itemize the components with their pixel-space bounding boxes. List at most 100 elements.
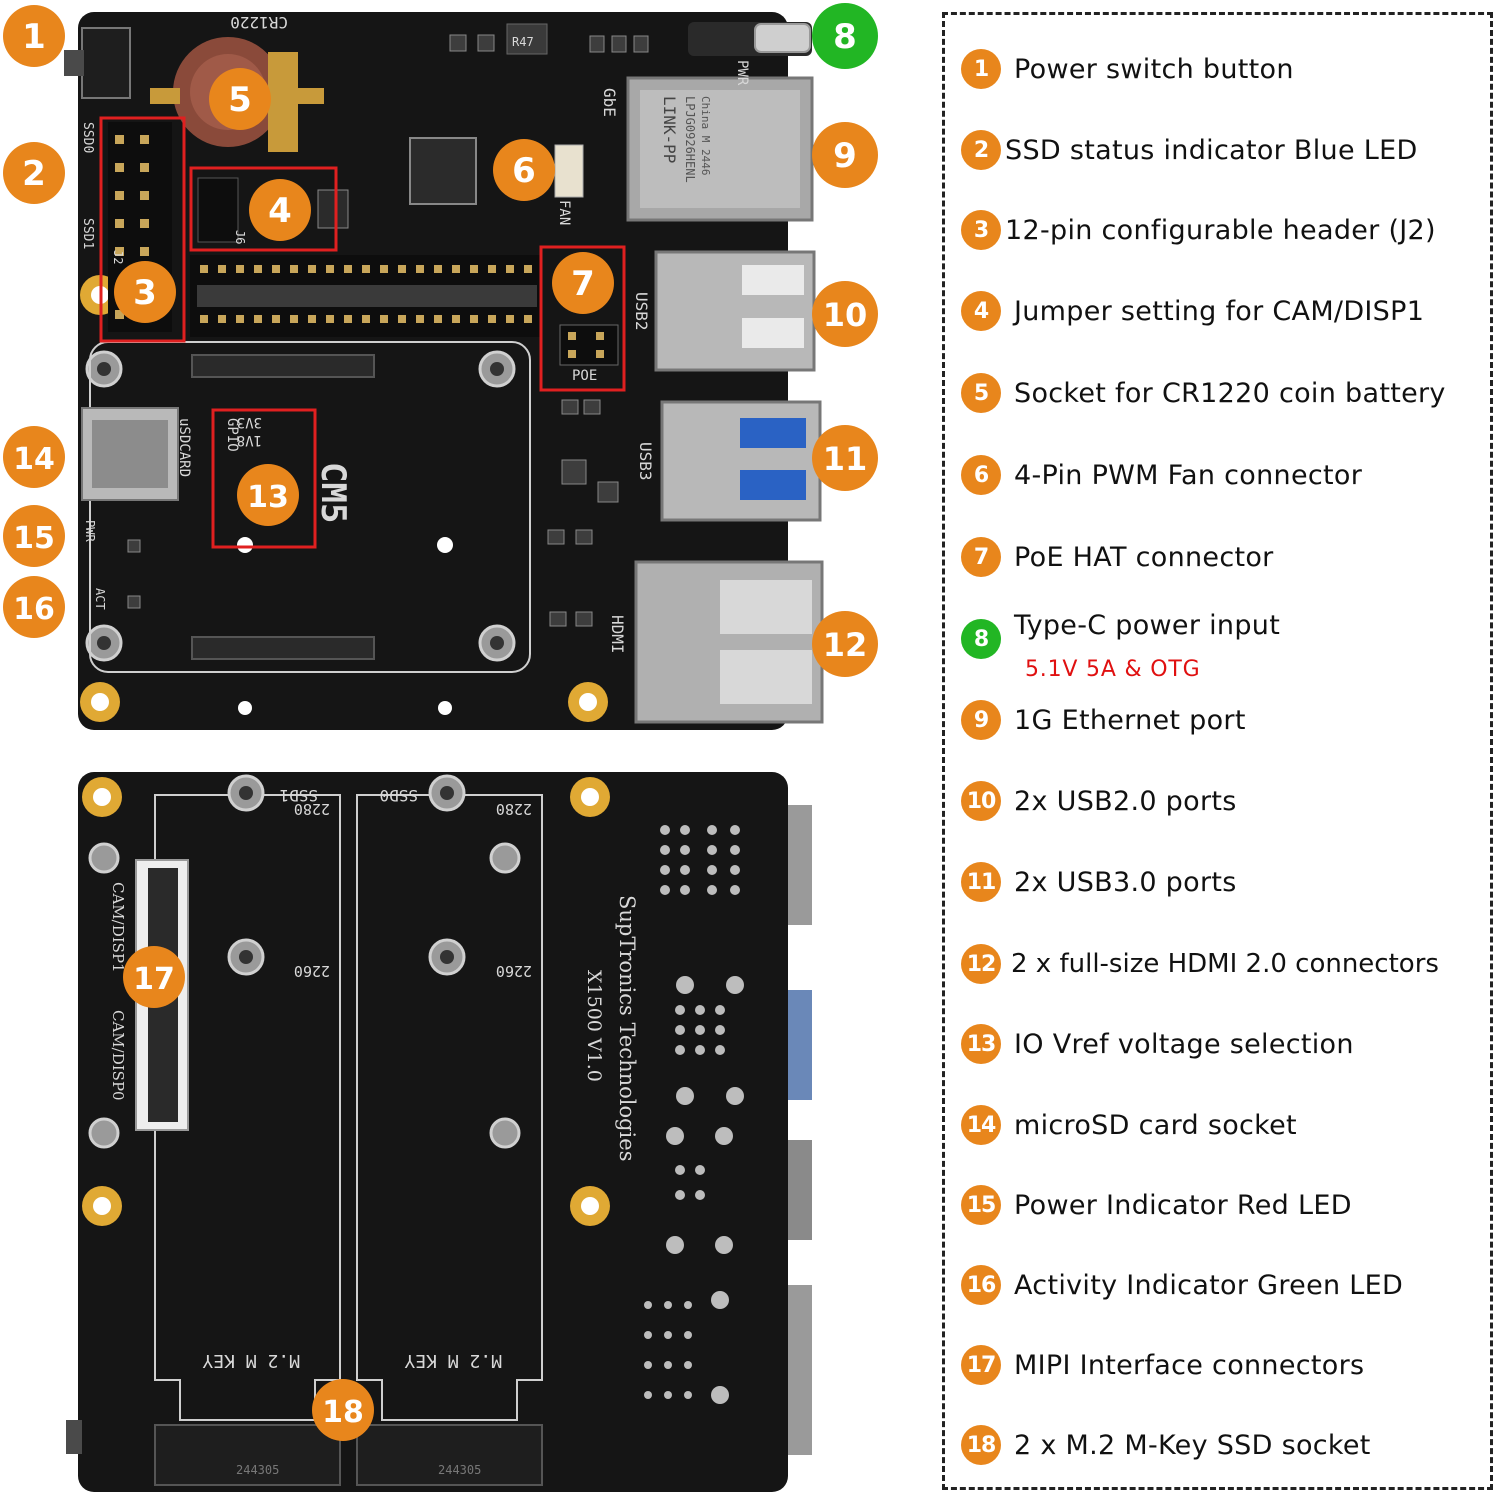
silk-2260-b: 2260 — [496, 962, 532, 980]
legend-badge-10: 10 — [961, 781, 1001, 821]
legend-label-15: Power Indicator Red LED — [1014, 1189, 1352, 1221]
highlight-j6 — [189, 166, 338, 252]
silk-2280-a: 2280 — [294, 800, 330, 818]
callout-14-num: 14 — [13, 442, 55, 477]
legend-badge-9: 9 — [961, 700, 1001, 740]
legend-item-4: 4 Jumper setting for CAM/DISP1 — [961, 291, 1424, 331]
legend-box: 1 Power switch button 2 SSD status indic… — [942, 12, 1493, 1490]
legend-label-2: SSD status indicator Blue LED — [1005, 134, 1418, 166]
silk-cam-disp1: CAM/DISP1 — [109, 882, 127, 973]
legend-label-17: MIPI Interface connectors — [1014, 1349, 1365, 1381]
legend-label-12: 2 x full-size HDMI 2.0 connectors — [1011, 949, 1439, 979]
callout-4: 4 — [249, 179, 311, 241]
legend-badge-4: 4 — [961, 291, 1001, 331]
legend-item-1: 1 Power switch button — [961, 49, 1294, 89]
callout-18: 18 — [312, 1379, 374, 1441]
bottom-board: SSD1 SSD0 2280 2280 2260 2260 CAM/DISP1 … — [66, 772, 812, 1492]
top-board: CR1220 R47 PWR GbE FAN SSD0 SSD1 J2 J6 U… — [64, 12, 824, 730]
legend-badge-5: 5 — [961, 373, 1001, 413]
legend-label-11: 2x USB3.0 ports — [1014, 866, 1237, 898]
callout-15: 15 — [3, 505, 65, 567]
silk-r47: R47 — [512, 35, 534, 49]
callout-16: 16 — [3, 576, 65, 638]
callout-10: 10 — [812, 281, 878, 347]
silk-cr1220: CR1220 — [230, 13, 288, 32]
silk-gbe: GbE — [600, 88, 619, 117]
silk-jack-model: LPJG0926HENL — [683, 96, 697, 183]
legend-label-14: microSD card socket — [1014, 1109, 1297, 1141]
callout-17-num: 17 — [133, 962, 175, 997]
legend-badge-18: 18 — [961, 1425, 1001, 1465]
legend-item-11: 11 2x USB3.0 ports — [961, 862, 1237, 902]
silk-usb3: USB3 — [636, 442, 655, 481]
silk-cm5: CM5 — [313, 462, 353, 523]
legend-badge-2: 2 — [961, 130, 1001, 170]
silk-2280-b: 2280 — [496, 800, 532, 818]
callout-14: 14 — [3, 426, 65, 488]
silk-fan: FAN — [556, 200, 572, 225]
callout-15-num: 15 — [13, 521, 55, 556]
legend-label-7: PoE HAT connector — [1014, 541, 1274, 573]
silk-act-led: ACT — [93, 588, 107, 610]
legend-label-1: Power switch button — [1014, 53, 1294, 85]
callout-10-num: 10 — [823, 296, 868, 334]
callout-5-num: 5 — [228, 80, 252, 120]
callout-17: 17 — [123, 946, 185, 1008]
callout-2-num: 2 — [22, 154, 46, 194]
silk-pwr-led: PWR — [83, 520, 97, 542]
silk-pwr: PWR — [734, 60, 750, 86]
legend-item-6: 6 4-Pin PWM Fan connector — [961, 455, 1362, 495]
silk-j6: J6 — [233, 230, 247, 244]
legend-label-9: 1G Ethernet port — [1014, 704, 1246, 736]
legend-badge-17: 17 — [961, 1345, 1001, 1385]
highlight-poe — [539, 245, 626, 392]
callout-13-num: 13 — [247, 480, 289, 515]
callout-8: 8 — [812, 3, 878, 69]
legend-item-18: 18 2 x M.2 M-Key SSD socket — [961, 1425, 1371, 1465]
legend-item-9: 9 1G Ethernet port — [961, 700, 1246, 740]
silk-socket-a: 244305 — [236, 1463, 279, 1477]
legend-item-16: 16 Activity Indicator Green LED — [961, 1265, 1403, 1305]
legend-label-13: IO Vref voltage selection — [1014, 1028, 1354, 1060]
legend-item-14: 14 microSD card socket — [961, 1105, 1297, 1145]
silk-socket-b: 244305 — [438, 1463, 481, 1477]
legend-badge-16: 16 — [961, 1265, 1001, 1305]
legend-item-17: 17 MIPI Interface connectors — [961, 1345, 1364, 1385]
legend-item-8: 8 Type-C power input — [961, 610, 1280, 659]
callout-13: 13 — [237, 464, 299, 526]
callout-9-num: 9 — [833, 136, 857, 176]
callout-12: 12 — [812, 611, 878, 677]
highlight-vref — [211, 408, 317, 549]
legend-badge-1: 1 — [961, 49, 1001, 89]
callout-9: 9 — [812, 122, 878, 188]
silk-1v8: 1V8 — [237, 432, 262, 448]
silk-mkey-b: M.2 M KEY — [404, 1350, 502, 1371]
silk-2260-a: 2260 — [294, 962, 330, 980]
silk-j2: J2 — [111, 250, 125, 264]
legend-badge-12: 12 — [961, 944, 1001, 984]
silk-brand: SupTronics Technologies — [615, 895, 639, 1161]
callouts: 1 2 3 4 5 6 7 8 9 10 11 12 13 14 15 16 1… — [3, 3, 878, 1441]
legend-item-2: 2 SSD status indicator Blue LED — [961, 130, 1418, 170]
silk-jack-brand: LINK-PP — [660, 96, 679, 163]
legend-badge-15: 15 — [961, 1185, 1001, 1225]
silk-model: X1500 V1.0 — [583, 970, 605, 1082]
legend-label-4: Jumper setting for CAM/DISP1 — [1014, 295, 1425, 327]
callout-12-num: 12 — [823, 626, 868, 664]
callout-3: 3 — [114, 261, 176, 323]
legend-item-3: 3 12-pin configurable header (J2) — [961, 210, 1436, 250]
legend-badge-6: 6 — [961, 455, 1001, 495]
legend-label-16: Activity Indicator Green LED — [1014, 1269, 1404, 1301]
silk-cam-disp0: CAM/DISP0 — [109, 1010, 127, 1101]
legend-item-13: 13 IO Vref voltage selection — [961, 1024, 1354, 1064]
silk-jack-origin: China M 2446 — [699, 96, 712, 175]
legend-label-3: 12-pin configurable header (J2) — [1005, 214, 1436, 246]
legend-badge-13: 13 — [961, 1024, 1001, 1064]
callout-16-num: 16 — [13, 592, 55, 627]
highlight-j2 — [99, 116, 186, 343]
callout-1: 1 — [3, 5, 65, 67]
callout-8-num: 8 — [833, 17, 857, 57]
silk-mkey-a: M.2 M KEY — [202, 1350, 300, 1371]
legend-label-6: 4-Pin PWM Fan connector — [1014, 459, 1363, 491]
